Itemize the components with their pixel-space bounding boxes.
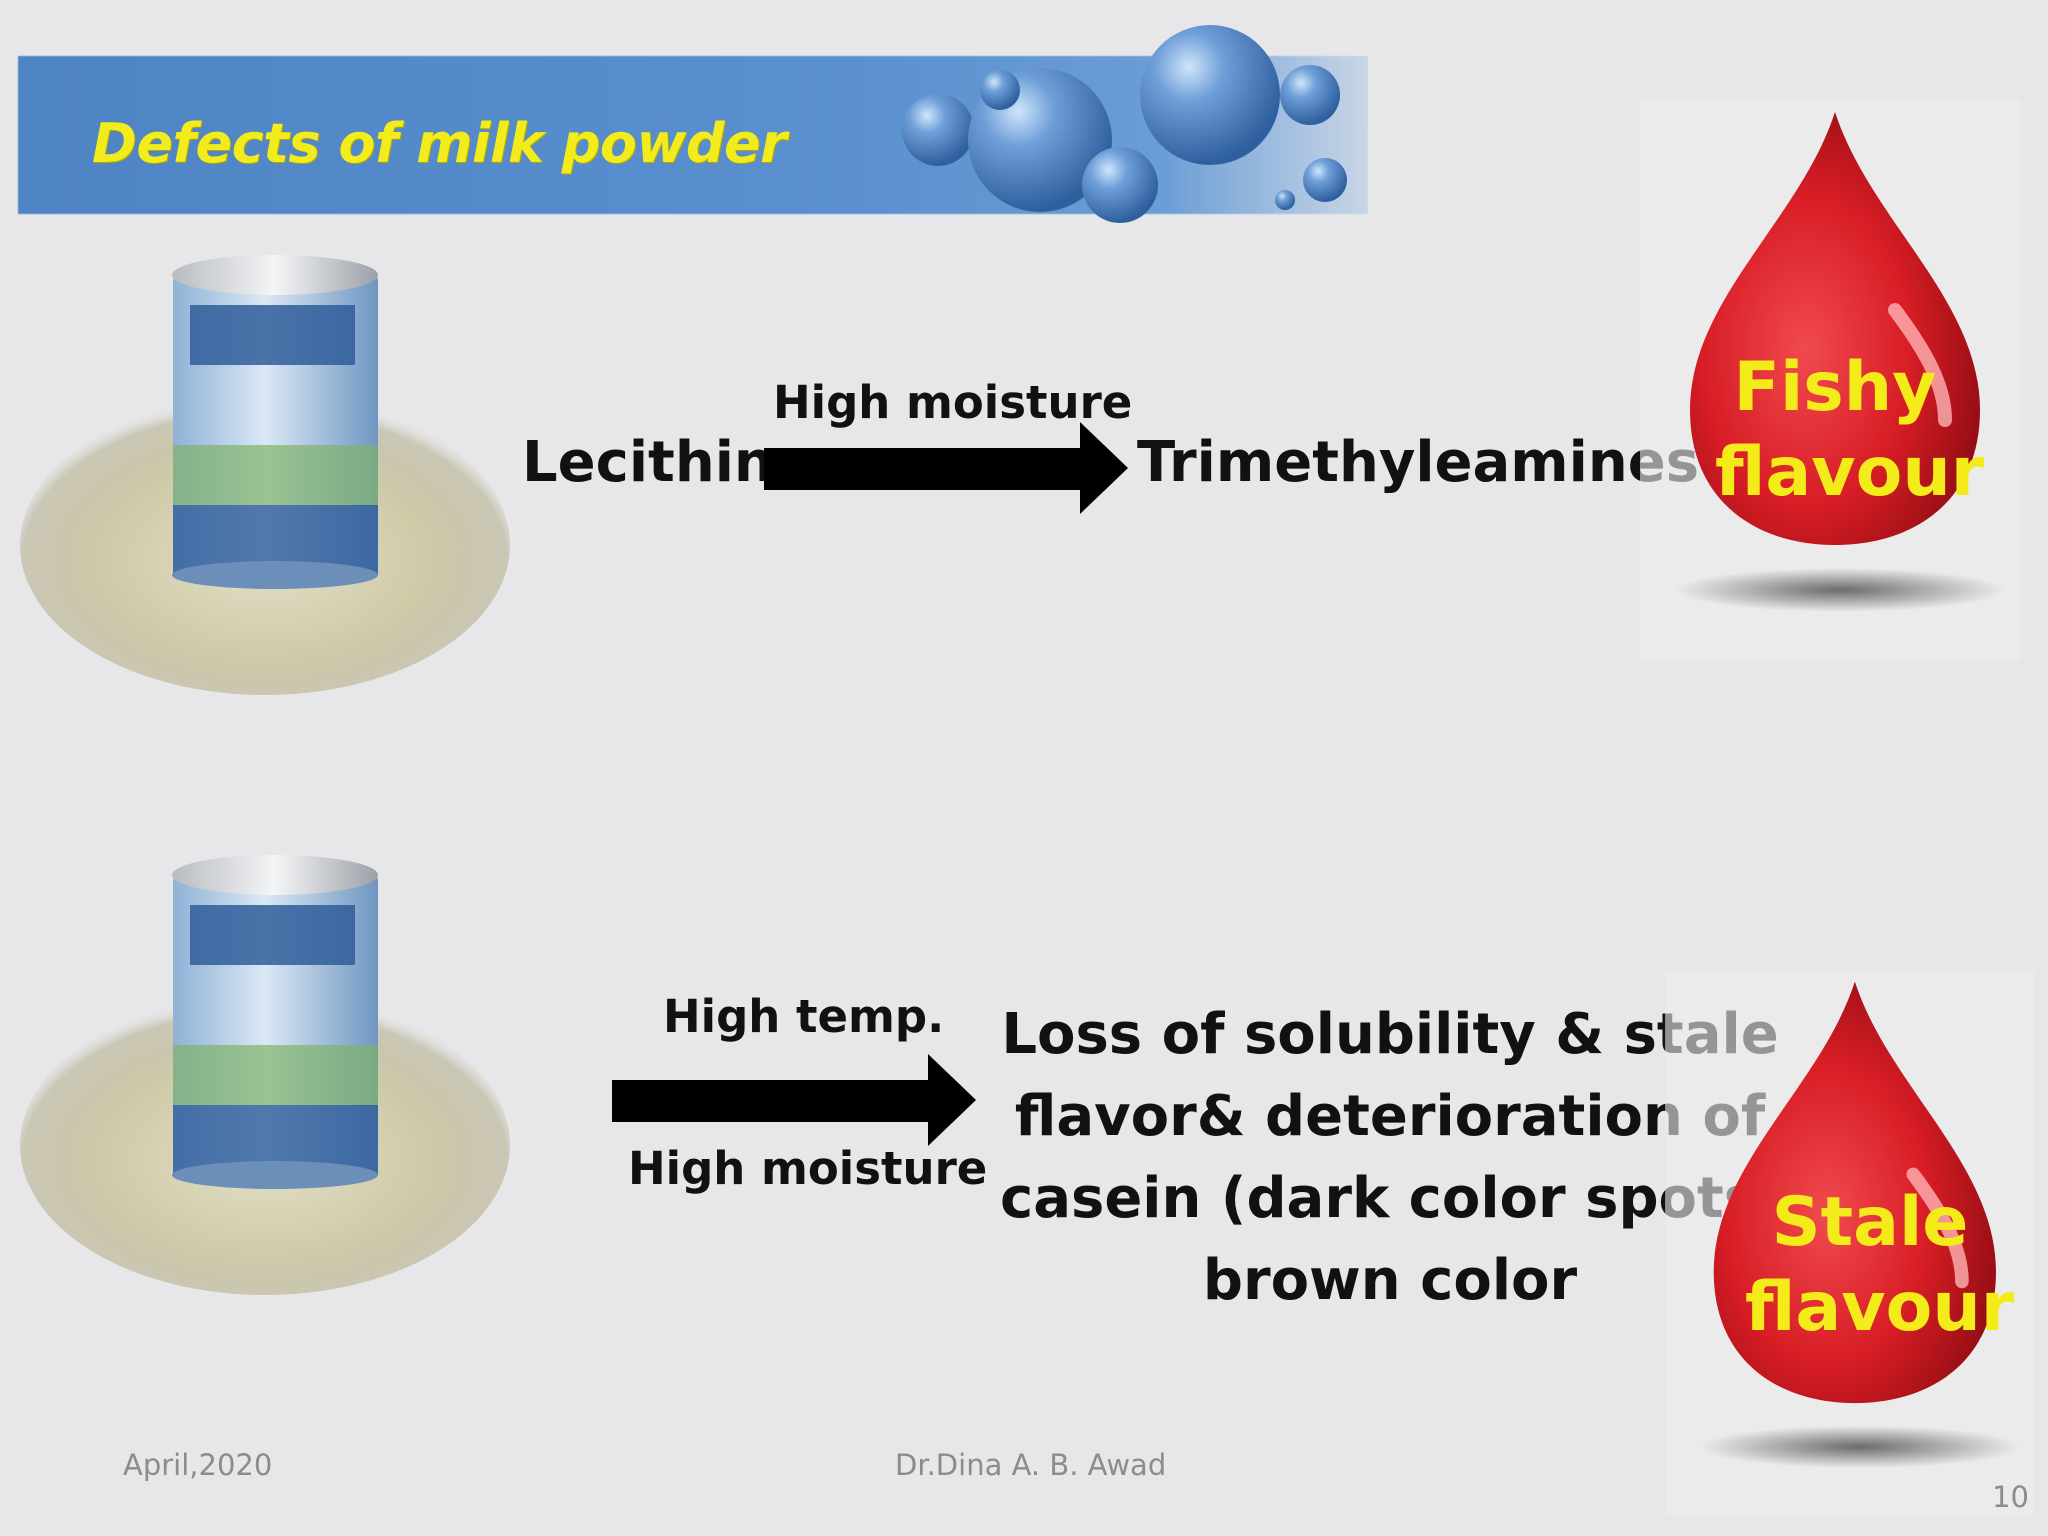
effect-description: Loss of solubility & stale flavor& deter… bbox=[1000, 994, 1803, 1322]
slide-title: Defects of milk powder bbox=[92, 112, 787, 175]
reaction-arrow bbox=[764, 422, 1128, 514]
footer-date: April,2020 bbox=[123, 1448, 273, 1482]
effect-line: brown color bbox=[1202, 1248, 1578, 1313]
fishy-flavour-line1: Fishy bbox=[1733, 348, 1937, 427]
milk-powder-image bbox=[20, 255, 510, 695]
condition-high-moisture: High moisture bbox=[628, 1142, 988, 1195]
slide-number: 10 bbox=[1992, 1480, 2029, 1514]
stale-flavour-line1: Stale bbox=[1771, 1183, 1969, 1262]
product-trimethyleamines: Trimethyleamines bbox=[1137, 430, 1700, 495]
condition-high-temp: High temp. bbox=[663, 990, 945, 1043]
fishy-flavour-label: Fishy flavour bbox=[1715, 345, 1985, 515]
footer-author: Dr.Dina A. B. Awad bbox=[895, 1448, 1167, 1482]
reactant-lecithin: Lecithin bbox=[522, 430, 774, 495]
bubbles-decoration bbox=[902, 25, 1347, 223]
reaction-arrow bbox=[612, 1054, 976, 1146]
fishy-flavour-line2: flavour bbox=[1715, 433, 1985, 512]
effect-line: casein (dark color spots ) bbox=[1000, 1166, 1803, 1231]
stale-flavour-label: Stale flavour bbox=[1745, 1180, 2015, 1350]
drop-icon bbox=[1640, 100, 2020, 660]
effect-line: Loss of solubility & stale bbox=[1001, 1002, 1779, 1067]
milk-powder-image bbox=[20, 855, 510, 1295]
stale-flavour-line2: flavour bbox=[1745, 1268, 2015, 1347]
drop-icon bbox=[1665, 970, 2035, 1515]
effect-line: flavor& deterioration of bbox=[1014, 1084, 1766, 1149]
condition-high-moisture: High moisture bbox=[773, 376, 1133, 429]
